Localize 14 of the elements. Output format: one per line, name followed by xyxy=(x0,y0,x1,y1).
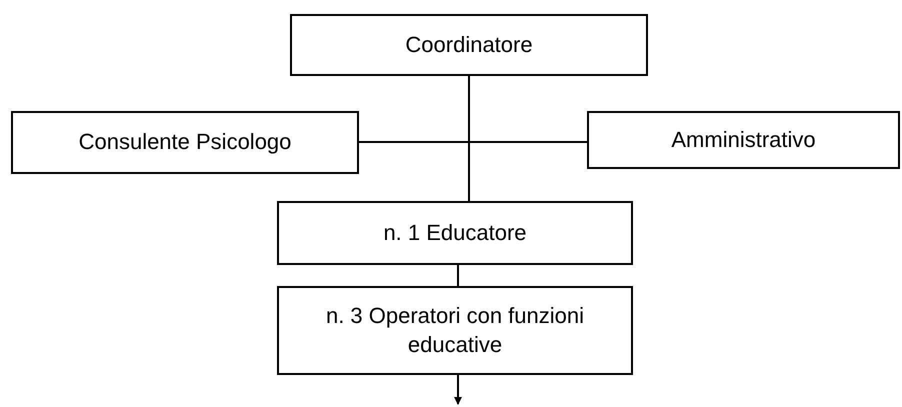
role-label: Consulente Psicologo xyxy=(78,128,292,156)
role-box xyxy=(587,111,900,169)
role-box xyxy=(277,286,633,375)
connector-line xyxy=(457,265,459,286)
role-label: Amministrativo xyxy=(671,126,816,154)
role-label: Coordinatore xyxy=(405,30,533,59)
connector-line xyxy=(359,141,587,143)
role-box xyxy=(290,14,648,76)
role-label: n. 3 Operatori con funzioni educative xyxy=(324,302,586,358)
role-box xyxy=(11,111,359,174)
role-label: n. 1 Educatore xyxy=(383,218,527,247)
role-box xyxy=(277,201,633,265)
arrow xyxy=(454,375,462,405)
connector-line xyxy=(468,76,470,201)
